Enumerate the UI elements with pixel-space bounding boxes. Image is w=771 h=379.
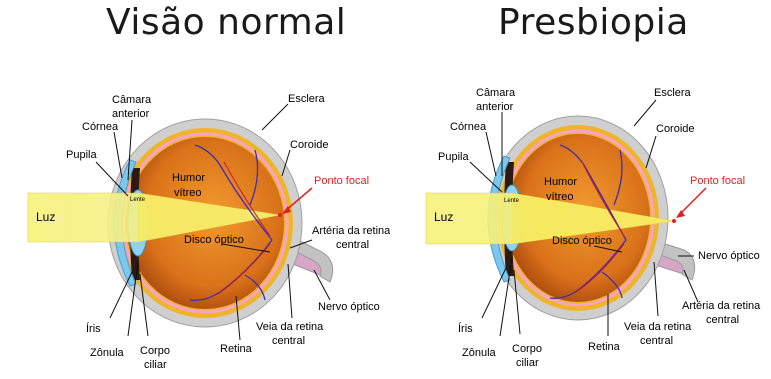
label-camara-anterior-2: anterior (112, 108, 150, 120)
label-coroide: Coroide (656, 123, 695, 135)
presbyopia-diagram: Câmara anterior Córnea Pupila Esclera Co… (388, 0, 771, 374)
label-cornea: Córnea (82, 121, 119, 133)
label-esclera: Esclera (288, 93, 326, 105)
label-humor-2: vítreo (546, 191, 574, 203)
label-arteria-2: central (336, 239, 369, 251)
focal-arrow (678, 188, 706, 216)
label-arteria-1: Artéria da retina (312, 225, 390, 237)
label-ponto-focal: Ponto focal (690, 175, 745, 187)
label-iris: Íris (86, 322, 101, 335)
label-nervo-optico: Nervo óptico (318, 301, 380, 313)
eye-diagram-presbyopia: Câmara anterior Córnea Pupila Esclera Co… (388, 0, 771, 374)
label-cornea: Córnea (450, 121, 487, 133)
label-iris: Íris (458, 322, 473, 335)
label-pupila: Pupila (66, 149, 97, 161)
label-humor-1: Humor (172, 172, 205, 184)
label-corpo-1: Corpo (512, 343, 542, 355)
label-ponto-focal: Ponto focal (314, 175, 369, 187)
label-retina: Retina (220, 343, 253, 355)
label-disco-optico: Disco óptico (552, 235, 612, 247)
label-humor-2: vítreo (174, 187, 202, 199)
label-arteria-1: Artéria da retina (682, 300, 761, 312)
label-veia-1: Veia da retina (256, 321, 324, 333)
label-veia-2: central (272, 335, 305, 347)
label-disco-optico: Disco óptico (184, 234, 244, 246)
label-retina: Retina (588, 341, 621, 353)
label-humor-1: Humor (544, 176, 577, 188)
label-corpo-2: ciliar (516, 357, 539, 369)
label-zonula: Zônula (462, 347, 497, 359)
label-lente: Lente (504, 198, 520, 204)
eye-diagram-normal: Câmara anterior Córnea Pupila Esclera Co… (0, 0, 390, 374)
label-camara-anterior-1: Câmara (476, 87, 516, 99)
label-camara-anterior-2: anterior (476, 101, 514, 113)
label-nervo-optico: Nervo óptico (698, 250, 760, 262)
label-veia-1: Veia da retina (624, 321, 692, 333)
label-coroide: Coroide (290, 139, 329, 151)
label-luz: Luz (434, 210, 453, 224)
label-pupila: Pupila (438, 151, 469, 163)
label-lente: Lente (130, 197, 146, 203)
label-veia-2: central (640, 335, 673, 347)
label-corpo-2: ciliar (144, 359, 167, 371)
label-corpo-1: Corpo (140, 345, 170, 357)
label-esclera: Esclera (654, 87, 692, 99)
label-arteria-2: central (706, 314, 739, 326)
label-zonula: Zônula (90, 347, 125, 359)
label-camara-anterior-1: Câmara (112, 94, 152, 106)
normal-vision-diagram: Câmara anterior Córnea Pupila Esclera Co… (0, 0, 390, 374)
label-luz: Luz (36, 210, 55, 224)
